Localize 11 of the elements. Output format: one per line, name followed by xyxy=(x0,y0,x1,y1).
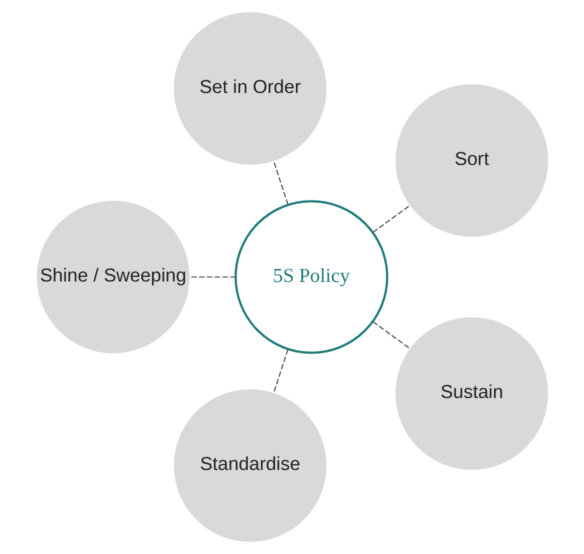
node-circle: Shine / Sweeping xyxy=(36,200,189,354)
node-circle: Sort xyxy=(395,84,548,237)
node-circle: Sustain xyxy=(395,317,548,470)
node-circle: Set in Order xyxy=(173,12,326,165)
connector xyxy=(372,204,410,233)
connector xyxy=(272,349,288,394)
node-circle: Standardise xyxy=(173,389,326,542)
connector xyxy=(188,276,236,278)
connector xyxy=(272,160,288,205)
connector xyxy=(372,321,410,350)
node-circle: 5S Policy xyxy=(234,200,388,354)
